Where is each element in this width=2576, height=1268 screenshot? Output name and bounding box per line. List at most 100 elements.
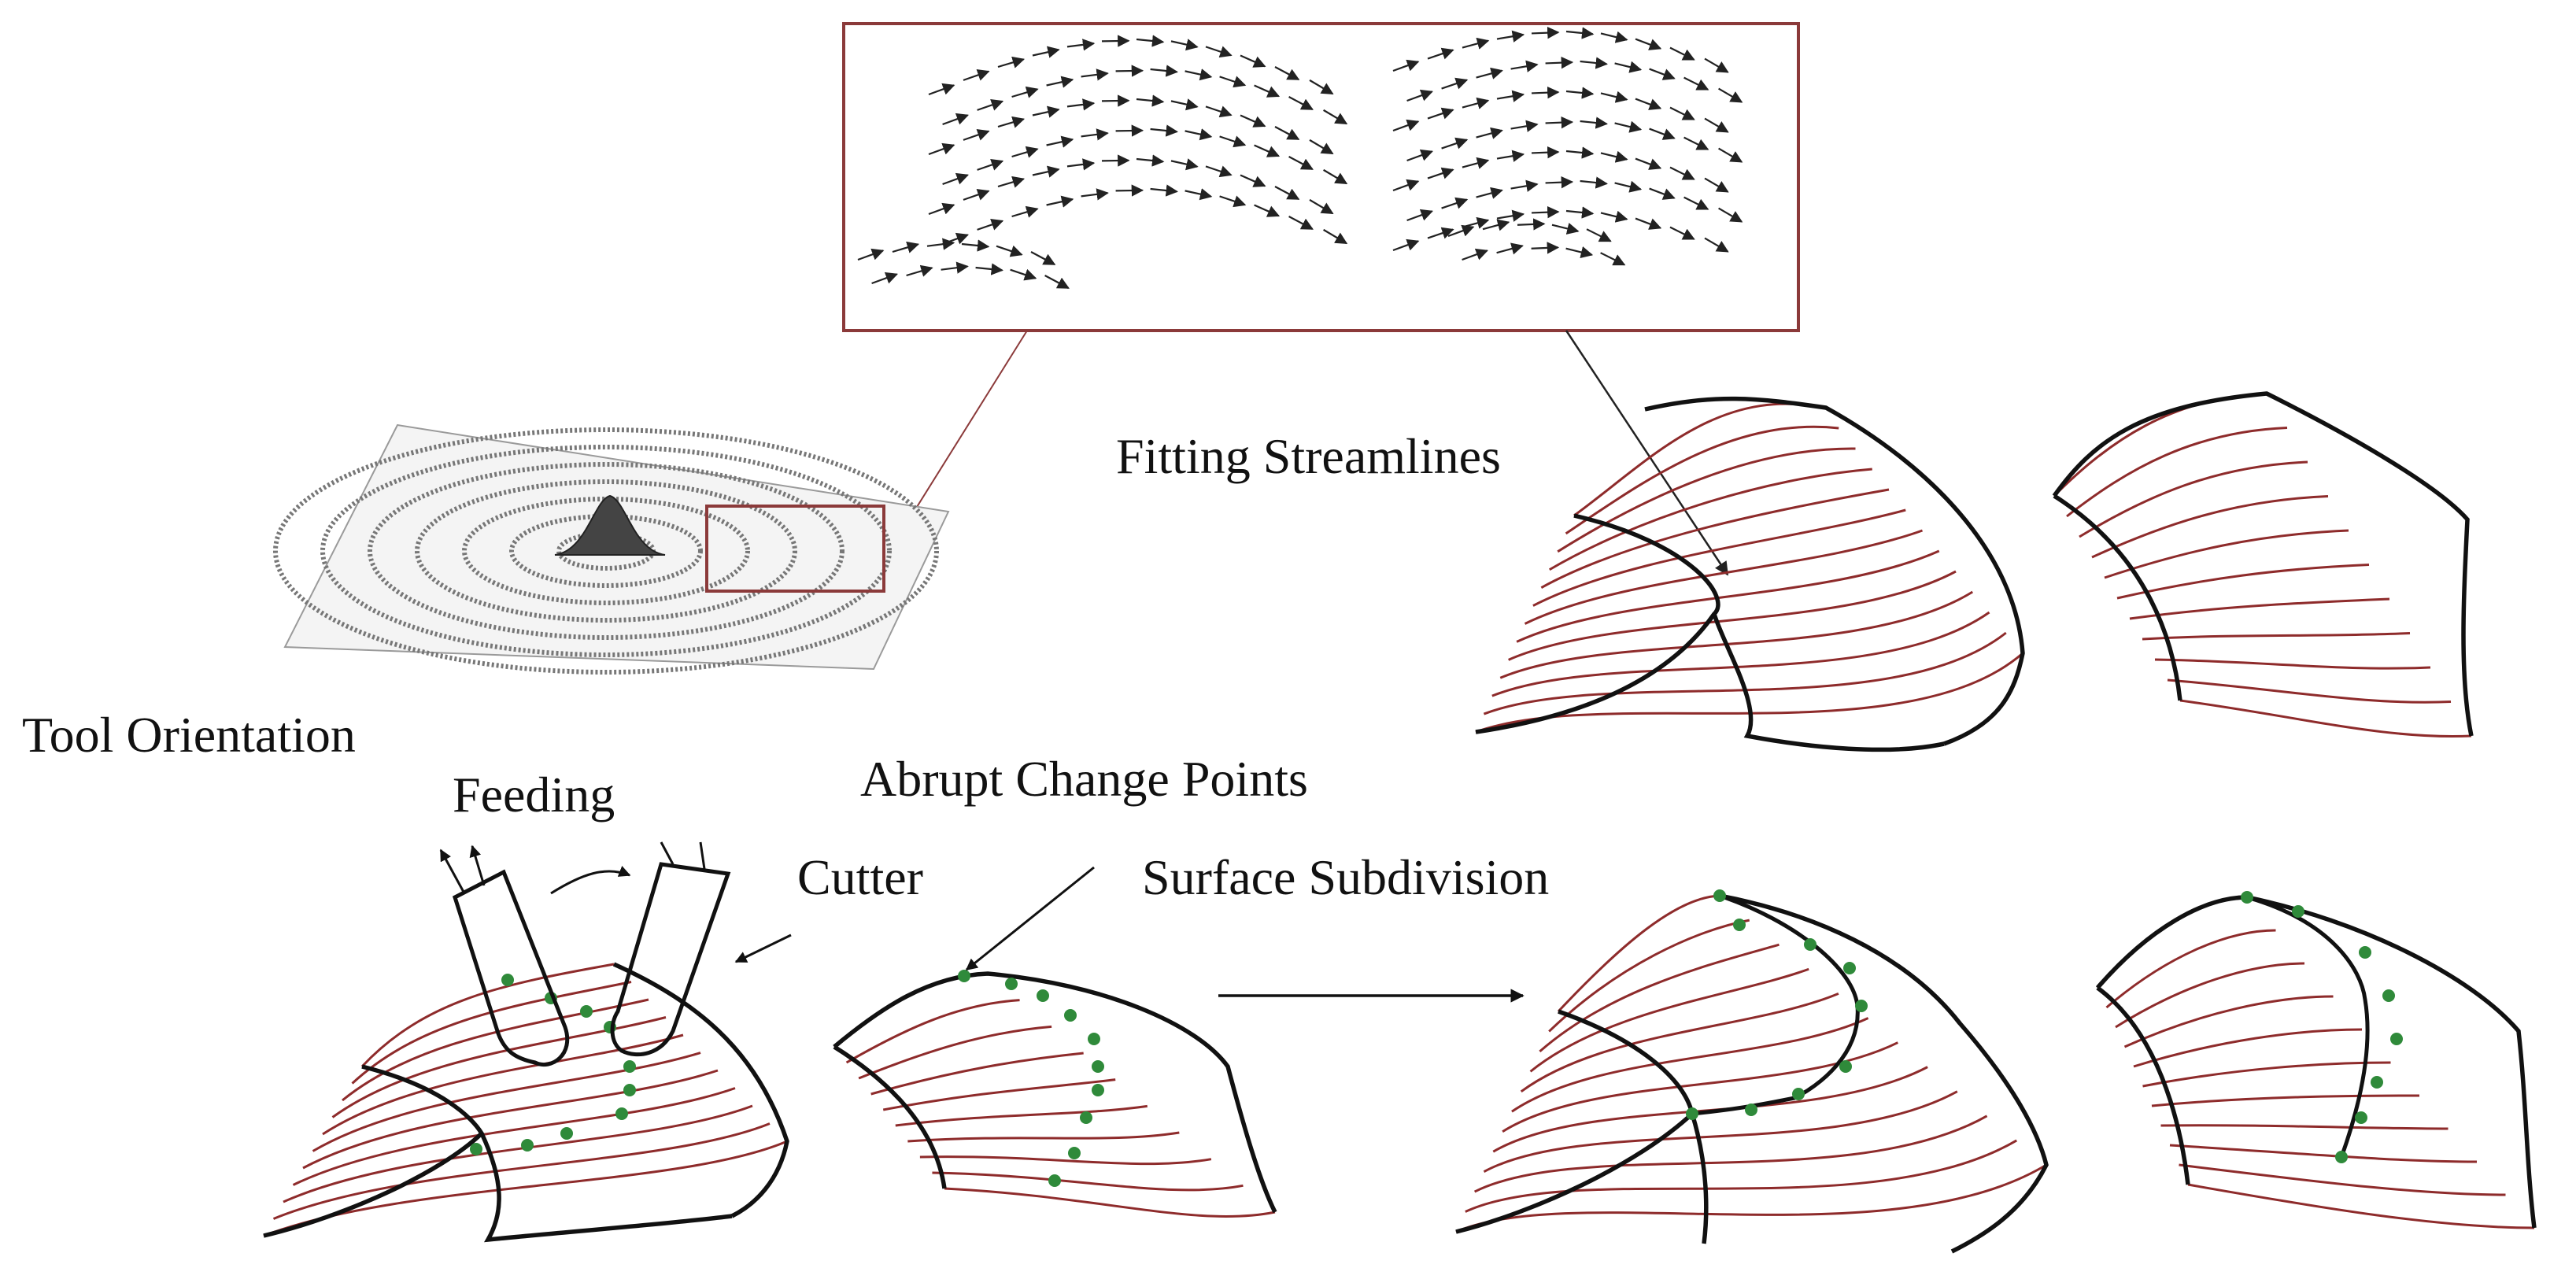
- vector-arrow: [963, 68, 990, 81]
- vector-arrow: [1531, 86, 1560, 99]
- label-feeding: Feeding: [453, 767, 615, 823]
- change-point: [1839, 1060, 1852, 1073]
- vector-arrow: [928, 83, 955, 96]
- streamline: [2151, 1094, 2420, 1107]
- ripple-ring: [462, 497, 750, 605]
- vector-arrow: [942, 172, 969, 186]
- vector-arrow: [977, 158, 1004, 171]
- vector-arrow: [1406, 89, 1433, 102]
- vector-arrow: [926, 238, 955, 250]
- vector-arrow: [1066, 158, 1096, 171]
- streamline: [1532, 508, 1906, 607]
- streamline: [944, 1187, 1276, 1218]
- vector-arrow: [996, 245, 1023, 257]
- vector-arrow: [1565, 27, 1595, 39]
- vector-arrow: [857, 248, 885, 261]
- cutter-pointer-arrow: [734, 933, 792, 963]
- vector-arrow: [1614, 180, 1643, 193]
- cutter-right-shank-2: [699, 841, 706, 870]
- vector-arrow: [1718, 147, 1743, 163]
- vector-arrow: [1669, 226, 1695, 240]
- streamline: [2123, 995, 2334, 1048]
- vector-arrow: [1274, 186, 1300, 200]
- streamline: [331, 1016, 667, 1118]
- vector-arrow: [906, 264, 933, 277]
- change-point: [2382, 989, 2395, 1002]
- change-point: [470, 1143, 482, 1155]
- vector-arrow: [1170, 39, 1199, 51]
- ripple-ring: [415, 479, 797, 623]
- vector-arrow: [1240, 174, 1266, 187]
- streamline: [1499, 590, 1974, 679]
- vector-arrow: [1600, 252, 1626, 266]
- vector-arrow: [1136, 154, 1165, 167]
- vector-arrow: [1496, 90, 1525, 102]
- vector-arrow: [1462, 37, 1490, 50]
- change-point: [2359, 946, 2371, 959]
- change-point: [1068, 1147, 1081, 1159]
- subdivided-surface-right: [2095, 891, 2537, 1229]
- vector-arrow: [1170, 158, 1199, 171]
- streamline: [2179, 699, 2472, 738]
- vector-arrow: [1323, 168, 1348, 185]
- streamline: [2154, 658, 2431, 670]
- vector-arrow: [1010, 268, 1037, 281]
- streamline: [263, 1140, 788, 1237]
- streamline: [932, 1171, 1244, 1192]
- vector-arrow: [1427, 167, 1454, 179]
- vector-arrow: [1545, 116, 1574, 129]
- cutter-left: [452, 869, 570, 1067]
- vector-arrow: [1600, 31, 1628, 43]
- cutter-right: [610, 862, 731, 1057]
- vector-arrow: [1254, 204, 1281, 217]
- vector-arrow: [1649, 128, 1676, 140]
- vector-arrow: [1046, 76, 1074, 88]
- vector-field-frame: [842, 22, 1800, 332]
- boundary-edge: [2095, 895, 2537, 1229]
- streamline: [919, 1155, 1212, 1166]
- vector-arrow: [1274, 66, 1300, 80]
- vector-arrow: [1441, 77, 1469, 90]
- vector-arrow: [1046, 195, 1074, 208]
- boundary-edge: [2096, 985, 2190, 1185]
- vector-arrow: [1441, 137, 1469, 150]
- streamline: [1483, 1090, 1958, 1173]
- vector-arrow: [1635, 38, 1662, 50]
- change-point: [1733, 919, 1746, 931]
- vector-arrow: [1392, 59, 1420, 72]
- streamline: [272, 1122, 771, 1220]
- boundary-edge: [479, 1132, 733, 1243]
- boundary-edge: [833, 971, 1277, 1214]
- vector-arrow: [1392, 179, 1420, 192]
- streamline: [1539, 943, 1780, 1053]
- vector-arrow: [1185, 188, 1213, 201]
- streamline: [1557, 894, 1720, 1013]
- ripple-ring: [273, 427, 939, 675]
- change-point: [1745, 1103, 1757, 1116]
- ripple-ring: [509, 514, 703, 588]
- vector-arrow: [1462, 248, 1488, 261]
- vector-arrow: [1081, 128, 1109, 141]
- streamline: [2169, 1144, 2478, 1163]
- boundary-edge: [263, 1064, 485, 1238]
- change-point: [1843, 962, 1856, 974]
- change-point: [623, 1060, 636, 1073]
- vector-arrow: [1683, 196, 1709, 210]
- change-point: [2292, 905, 2304, 918]
- vector-arrow: [1718, 207, 1743, 223]
- vector-arrow: [1580, 176, 1608, 189]
- vector-arrow: [1205, 165, 1233, 178]
- vector-arrow: [1066, 98, 1096, 111]
- vector-arrow: [1392, 238, 1420, 252]
- vector-arrow: [1704, 117, 1729, 133]
- vector-arrow: [1254, 144, 1281, 157]
- vector-arrow: [1482, 219, 1510, 231]
- vector-arrow: [1600, 91, 1628, 103]
- streamline: [2115, 962, 2305, 1029]
- streamline: [322, 1033, 684, 1136]
- vector-arrow: [1136, 35, 1165, 47]
- streamline: [1502, 1041, 1899, 1133]
- label-surface-subdivision: Surface Subdivision: [1142, 849, 1550, 905]
